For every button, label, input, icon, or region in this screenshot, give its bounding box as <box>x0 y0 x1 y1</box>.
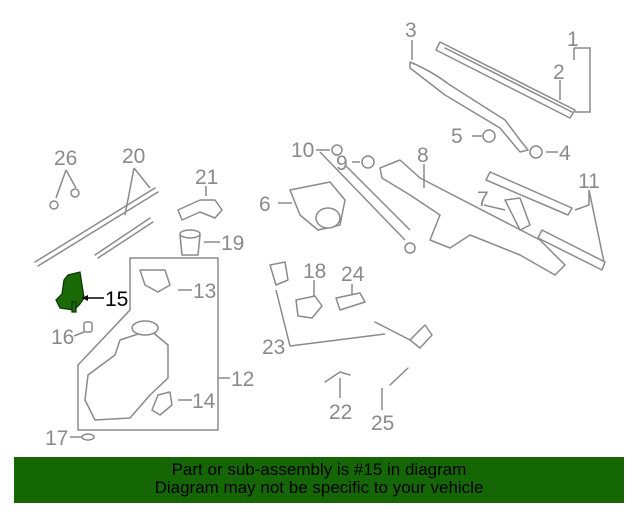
callout-4[interactable]: 4 <box>559 142 571 165</box>
callout-3[interactable]: 3 <box>405 19 417 42</box>
callout-20[interactable]: 20 <box>122 145 145 168</box>
washer-reservoir-part[interactable] <box>84 269 173 421</box>
callout-26[interactable]: 26 <box>54 147 77 170</box>
callout-11[interactable]: 11 <box>578 170 600 193</box>
callout-21[interactable]: 21 <box>195 166 218 189</box>
callout-15[interactable]: 15 <box>105 288 128 311</box>
callout-1[interactable]: 1 <box>567 28 579 51</box>
callout-14[interactable]: 14 <box>192 390 216 413</box>
reservoir-group-box <box>77 257 219 431</box>
callout-25[interactable]: 25 <box>371 412 394 435</box>
callout-17[interactable]: 17 <box>45 427 68 450</box>
washer-pump-part-highlighted[interactable] <box>55 271 85 313</box>
callout-24[interactable]: 24 <box>341 263 365 286</box>
wiper-linkage-part[interactable] <box>331 144 606 276</box>
callout-8[interactable]: 8 <box>417 144 429 167</box>
wiper-blade-part[interactable] <box>409 41 576 153</box>
nut-part[interactable] <box>482 129 543 159</box>
callout-10[interactable]: 10 <box>291 139 314 162</box>
callout-6[interactable]: 6 <box>259 193 271 216</box>
callout-22[interactable]: 22 <box>329 401 352 424</box>
banner-line-disclaimer: Diagram may not be specific to your vehi… <box>154 478 484 497</box>
callout-12[interactable]: 12 <box>231 368 254 391</box>
callout-7[interactable]: 7 <box>477 188 489 211</box>
wiper-motor-part[interactable] <box>289 181 346 231</box>
grommet-part[interactable] <box>81 321 95 441</box>
callout-19[interactable]: 19 <box>221 232 244 255</box>
callout-5[interactable]: 5 <box>451 125 463 148</box>
callout-9[interactable]: 9 <box>336 152 348 175</box>
callout-labels: 1 2 3 4 5 6 7 8 9 10 11 12 13 14 15 16 1… <box>45 19 600 450</box>
callout-23[interactable]: 23 <box>262 336 285 359</box>
part-info-banner: Part or sub-assembly is #15 in diagram D… <box>14 457 624 503</box>
lift-support-part[interactable] <box>34 187 159 267</box>
callout-16[interactable]: 16 <box>51 326 74 349</box>
hose-part[interactable] <box>177 199 223 256</box>
callout-18[interactable]: 18 <box>303 260 326 283</box>
callout-2[interactable]: 2 <box>553 61 565 84</box>
banner-line-part-number: Part or sub-assembly is #15 in diagram <box>171 460 467 479</box>
callout-13[interactable]: 13 <box>193 280 216 303</box>
